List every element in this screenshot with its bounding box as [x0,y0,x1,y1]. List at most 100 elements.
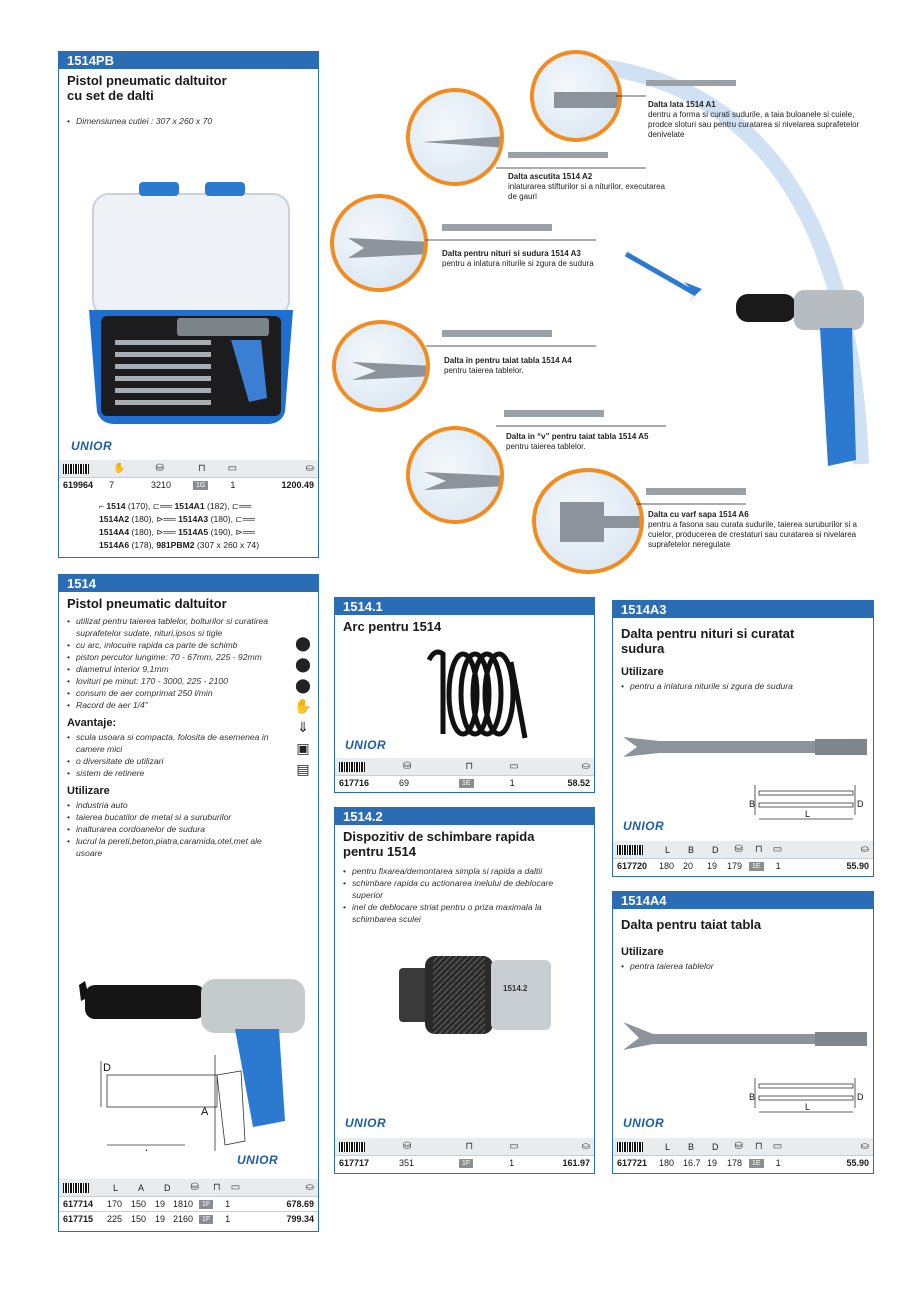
air-hammer-image [736,290,864,466]
spec-header: ✋ ⛁ ⊓ ▭ ⛀ [59,460,318,477]
spec-row: 617714 170 150 19 1810 1F 1 678.69 [59,1196,318,1211]
air-hammer-image: D A L [79,979,305,1151]
product-title: Dispozitiv de schimbare rapida pentru 15… [343,829,535,859]
package-icon: ⊓ [212,1182,221,1193]
ear-protection-icon: ⬤ [295,635,311,651]
spec-table: ✋ ⛁ ⊓ ▭ ⛀ 619964 7 3210 1G 1 1200.49 [59,460,318,492]
barcode-icon [63,1182,89,1193]
dimension-a-label: A [201,1106,209,1118]
weight-icon: ⛁ [190,1182,199,1193]
brand-logo: UNIOR [345,738,387,752]
package-icon: ⊓ [754,1141,763,1152]
weight-icon: ⛁ [155,463,164,474]
product-code: 1514 [59,575,318,592]
barcode-icon [617,844,643,855]
chisel-a5-icon [424,472,500,490]
ruler-icon: ▭ [230,1182,241,1193]
product-code: 1514.2 [335,808,594,825]
spec-row: 617717 351 1F 1 161.97 [335,1155,594,1170]
mask-icon: ⬤ [295,677,311,693]
hand-icon: ✋ [113,463,126,474]
chisel-a4-image: B D L [623,1022,867,1113]
brand-logo: UNIOR [623,1116,665,1130]
brand-logo: UNIOR [623,819,665,833]
spec-row: 617716 69 1E 1 58.52 [335,775,594,790]
brand-logo: UNIOR [237,1153,279,1167]
weight-icon: ⛁ [403,761,412,772]
dimension-b-label: B [749,1092,755,1102]
spec-row: 617715 225 150 19 2160 1F 1 799.34 [59,1211,318,1226]
spec-table: ⛁ ⊓ ▭ ⛀ 617717 351 1F 1 161.97 [335,1138,594,1170]
spec-table: L B D ⛁ ⊓ ▭ ⛀ 617721 180 16.7 19 178 1E … [613,1138,873,1170]
product-card-1514: 1514 Pistol pneumatic daltuitor utilizat… [58,574,319,1232]
product-title: Dalta pentru taiat tabla [621,917,762,932]
coins-icon: ⛀ [581,761,590,772]
video-icon: ▣ [296,740,310,756]
product-title: Dalta pentru nituri si curatat sudura [621,626,795,656]
product-bullets: Dimensiunea cutiei : 307 x 260 x 70 [59,115,318,127]
barcode-icon [617,1141,643,1152]
package-icon: ⊓ [197,463,206,474]
spec-header: L B D ⛁ ⊓ ▭ ⛀ [613,1138,873,1155]
weight-icon: ⛁ [734,1141,743,1152]
coins-icon: ⛀ [860,844,869,855]
spec-header: ⛁ ⊓ ▭ ⛀ [335,1138,594,1155]
chisel-a3-icon [348,238,424,258]
chisel-circle-a5 [406,426,504,524]
contents-line: 1514A4 (180), ⊳══ 1514A5 (190), ⊳══ [99,527,255,537]
chisel-a6-icon [560,502,640,542]
quick-change-image [399,956,551,1034]
spec-table: L A D ⛁ ⊓ ▭ ⛀ 617714 170 150 19 1810 1F … [59,1179,318,1226]
advantages-list: scula usoara si compacta, folosita de as… [59,731,279,779]
coins-icon: ⛀ [305,463,314,474]
spring-image [426,649,528,739]
package-icon: ⊓ [465,761,474,772]
product-card-1514-2: 1514.2 Dispozitiv de schimbare rapida pe… [334,807,595,1174]
safety-icons: ⬤ ⬤ ⬤ ✋ ⇓ ▣ ▤ [292,633,314,780]
chisel-circle-a6 [532,468,644,574]
set-contents: ⌐ 1514 (170), ⊏══ 1514A1 (182), ⊏══ 1514… [99,500,259,552]
chisel-drawings [426,80,746,505]
spec-header: ⛁ ⊓ ▭ ⛀ [335,758,594,775]
barcode-icon [63,463,89,474]
contents-line: 1514A6 (178), 981PBM2 (307 x 260 x 74) [99,540,260,550]
dimension-l-label: L [805,809,810,819]
air-pressure-icon: ⇓ [297,719,309,735]
dimension-d-label: D [103,1062,111,1074]
product-title: Pistol pneumatic daltuitor cu set de dal… [67,73,227,103]
usage-list: industria auto taierea bucatilor de meta… [59,799,279,859]
coins-icon: ⛀ [305,1182,314,1193]
product-card-1514pb: 1514PB Pistol pneumatic daltuitor cu set… [58,51,319,558]
ruler-icon: ▭ [509,1141,519,1152]
barcode-icon [339,1141,365,1152]
spec-row: 619964 7 3210 1G 1 1200.49 [59,477,318,492]
product-title: Pistol pneumatic daltuitor [67,596,227,611]
weight-icon: ⛁ [734,844,743,855]
coins-icon: ⛀ [860,1141,869,1152]
package-icon: ⊓ [754,844,763,855]
weight-icon: ⛁ [403,1141,412,1152]
product-title: Arc pentru 1514 [343,619,442,634]
ruler-icon: ▭ [772,1141,783,1152]
tool-case-image [89,182,293,424]
product-code: 1514PB [59,52,318,69]
dimension-l-label: L [805,1102,810,1112]
chisel-a3-image: B D L [623,737,867,820]
spec-row: 617721 180 16.7 19 178 1E 1 55.90 [613,1155,873,1170]
product-code: 1514.1 [335,598,594,615]
chisel-icon: ⌐ [99,501,107,511]
product-code: 1514A4 [613,892,873,909]
product-card-1514a3: 1514A3 Dalta pentru nituri si curatat su… [612,600,874,877]
chisel-circle-a2 [406,88,504,186]
product-bullets: utilizat pentru taierea tablelor, boltur… [59,615,279,711]
engraving-text: 1514.2 [503,984,528,993]
product-code: 1514A3 [613,601,873,618]
spec-header: L A D ⛁ ⊓ ▭ ⛀ [59,1179,318,1196]
ruler-icon: ▭ [227,463,238,474]
spec-table: ⛁ ⊓ ▭ ⛀ 617716 69 1E 1 58.52 [335,758,594,790]
